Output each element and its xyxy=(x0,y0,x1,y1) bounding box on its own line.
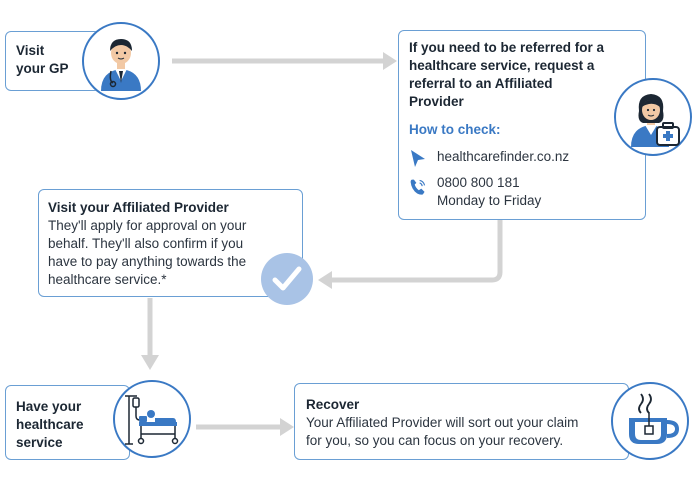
step-recover-body: Your Affiliated Provider will sort out y… xyxy=(306,415,579,448)
website-row: healthcarefinder.co.nz xyxy=(409,148,569,169)
phone-icon xyxy=(410,179,426,195)
doctor-icon xyxy=(101,39,141,91)
step-affiliated-provider-box xyxy=(38,189,303,297)
arrow-referral-to-provider xyxy=(330,220,503,283)
step-visit-gp-text: Visit your GP xyxy=(16,43,69,76)
how-to-check-label: How to check: xyxy=(409,122,501,137)
cursor-icon xyxy=(411,150,425,167)
step-recover-icon-circle xyxy=(611,382,689,460)
step-referral-title: If you need to be referred for a healthc… xyxy=(409,40,605,109)
phone-hours: Monday to Friday xyxy=(437,193,542,208)
step-referral-box xyxy=(398,30,646,220)
arrowhead-2 xyxy=(318,271,332,289)
step-recover-box xyxy=(294,383,629,460)
arrowhead-1 xyxy=(383,52,397,70)
step-visit-gp-icon-circle xyxy=(82,22,160,100)
step-affiliated-provider-title: Visit your Affiliated Provider xyxy=(48,200,229,215)
phone-row: 0800 800 181 Monday to Friday xyxy=(409,174,541,210)
step-healthcare-service-box xyxy=(5,385,130,460)
step-referral-icon-circle xyxy=(614,78,692,156)
step-affiliated-provider-body: They'll apply for approval on your behal… xyxy=(48,218,247,287)
check-icon xyxy=(272,266,302,291)
arrowhead-4 xyxy=(280,418,294,436)
arrowhead-3 xyxy=(141,355,159,370)
step-recover-title: Recover xyxy=(306,397,360,412)
step-healthcare-service-text: Have your healthcare service xyxy=(16,399,84,450)
nurse-icon xyxy=(631,94,680,147)
hospital-bed-icon xyxy=(125,395,179,445)
tea-cup-icon xyxy=(629,393,680,444)
step-healthcare-service-icon-circle xyxy=(113,380,191,458)
phone-number[interactable]: 0800 800 181 xyxy=(437,175,520,190)
check-circle xyxy=(261,253,313,305)
website-link[interactable]: healthcarefinder.co.nz xyxy=(437,149,570,164)
